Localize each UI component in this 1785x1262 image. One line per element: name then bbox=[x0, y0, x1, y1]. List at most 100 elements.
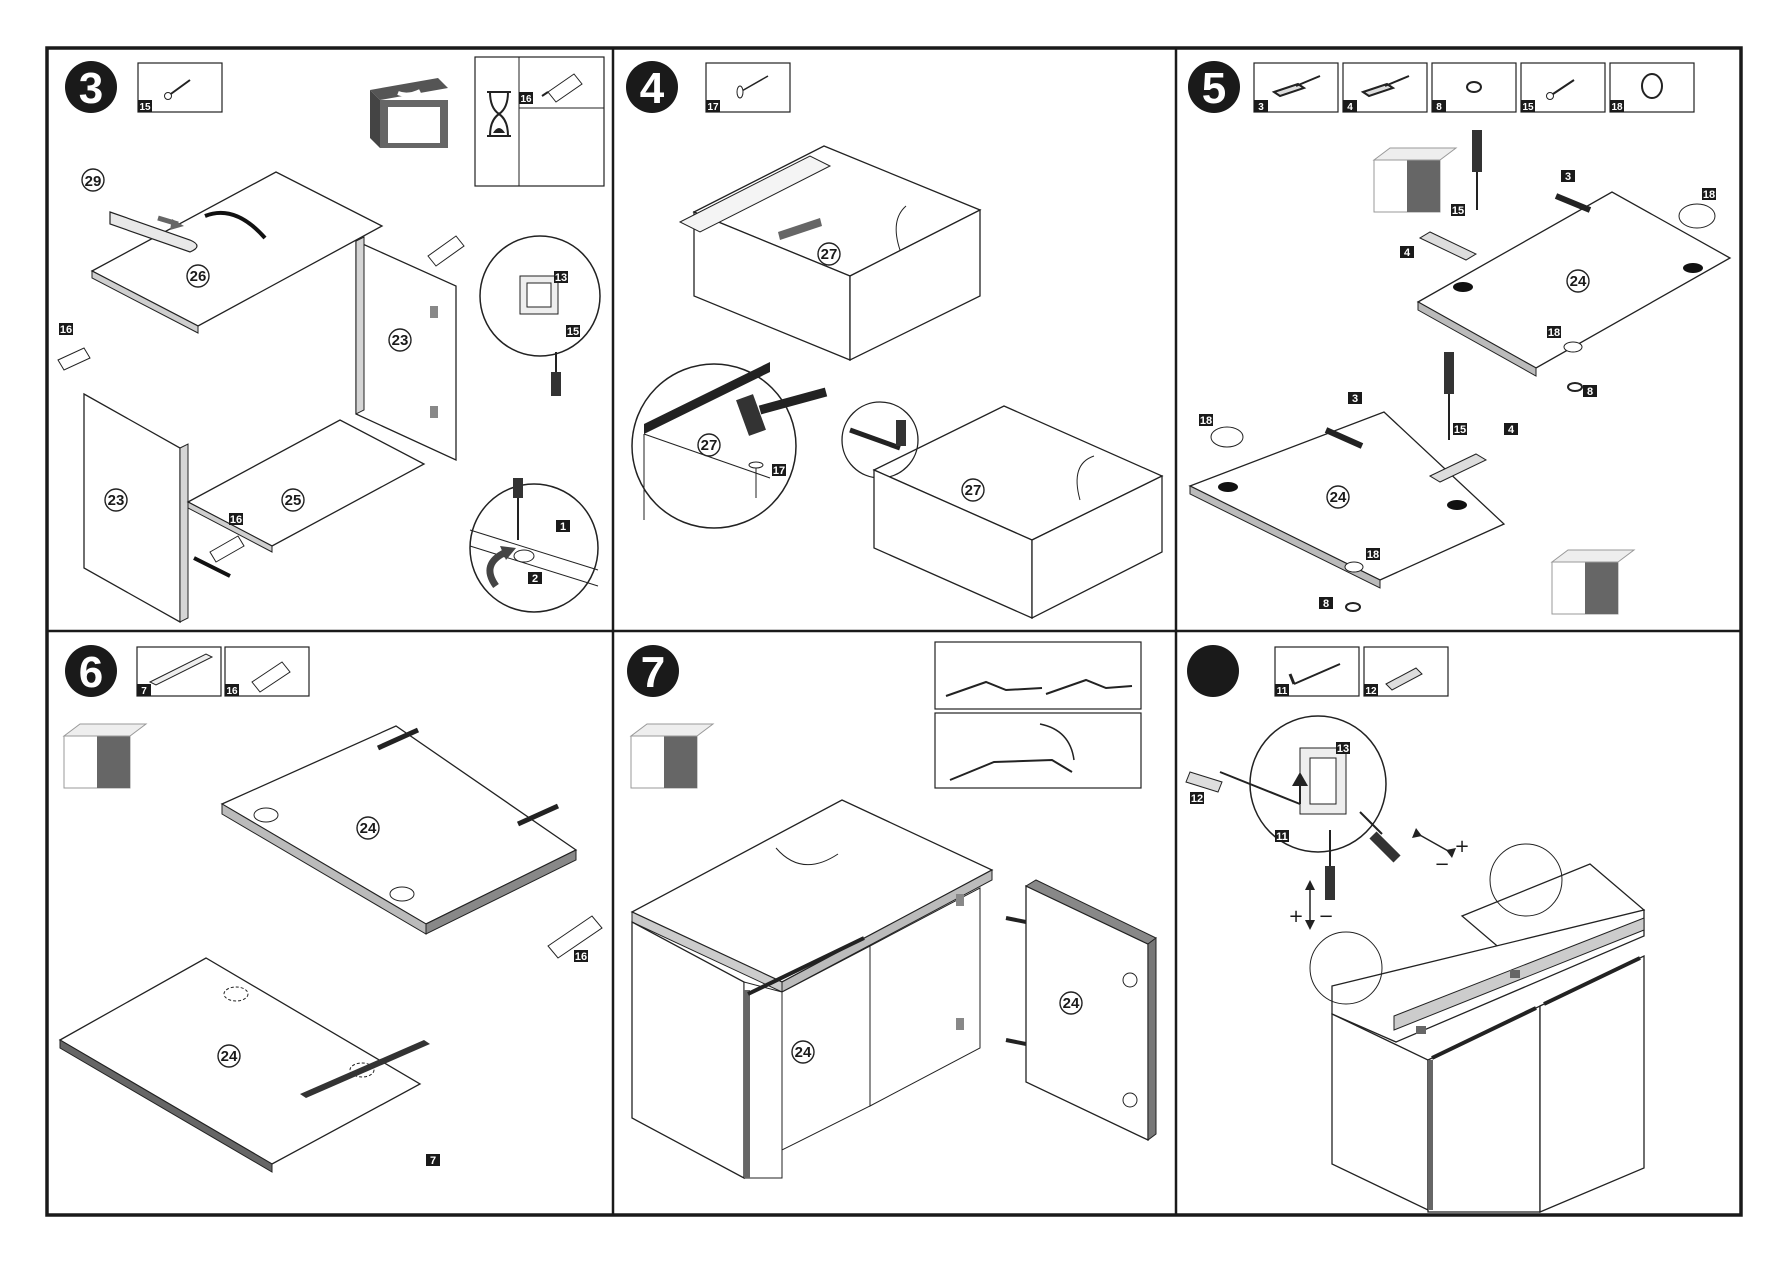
part-label: 27 bbox=[701, 437, 718, 454]
glue-tube-icon bbox=[251, 661, 291, 693]
tag: 4 bbox=[1404, 247, 1411, 259]
step-4-panel: 4 17 27 27 bbox=[626, 61, 1164, 620]
tag: 15 bbox=[567, 326, 579, 338]
minus-sign: − bbox=[1318, 906, 1333, 927]
tag: 13 bbox=[555, 272, 567, 284]
part-box-17: 17 bbox=[705, 62, 791, 113]
tag: 18 bbox=[1548, 327, 1560, 339]
hourglass-icon bbox=[487, 91, 511, 137]
part-box-8: 8 bbox=[1431, 62, 1517, 113]
screw-icon bbox=[1288, 663, 1341, 685]
tag: 2 bbox=[532, 573, 538, 585]
screwdriver-icon bbox=[1359, 811, 1401, 863]
bumper-icon bbox=[1466, 81, 1482, 93]
tag: 17 bbox=[773, 465, 785, 477]
glue-tube-icon bbox=[541, 73, 583, 103]
step-badge bbox=[627, 645, 679, 697]
tag: 7 bbox=[430, 1155, 436, 1167]
door-open: 24 bbox=[1024, 879, 1157, 1142]
glue-tube-icon bbox=[209, 535, 245, 563]
glue-tube-icon bbox=[547, 915, 603, 959]
part-number: 7 bbox=[141, 686, 147, 697]
door-panel-24: 24 16 bbox=[220, 725, 603, 963]
part-box-16: 16 bbox=[224, 646, 310, 697]
glue-tube-icon bbox=[427, 235, 465, 267]
part-label: 24 bbox=[221, 1048, 238, 1065]
part-number: 12 bbox=[1365, 686, 1377, 697]
step-badge bbox=[65, 61, 117, 113]
panel-25: 25 bbox=[186, 419, 426, 578]
part-box-18: 18 bbox=[1609, 62, 1695, 113]
tag: 15 bbox=[1452, 205, 1464, 217]
part-number: 15 bbox=[139, 102, 151, 113]
rail-29: 29 bbox=[81, 168, 198, 253]
cabinet-frame: 27 bbox=[872, 405, 1164, 620]
tag: 18 bbox=[1703, 189, 1715, 201]
part-number: 11 bbox=[1277, 686, 1288, 697]
step-number: 4 bbox=[640, 64, 665, 113]
door-panel-24: 24 3 4 15 18 18 8 bbox=[1400, 130, 1732, 398]
tag: 16 bbox=[230, 514, 242, 526]
part-label: 29 bbox=[85, 173, 102, 190]
minus-sign: − bbox=[1434, 854, 1449, 875]
step-8-panel: 11 12 13 11 12 bbox=[1185, 645, 1646, 1213]
cabinet-thumbnail bbox=[370, 78, 448, 148]
step-badge bbox=[65, 645, 117, 697]
knob-icon bbox=[1641, 73, 1663, 99]
part-box-15: 15 bbox=[137, 62, 223, 113]
cabinet-thumbnail bbox=[1372, 147, 1458, 213]
part-label: 24 bbox=[360, 820, 377, 837]
tag: 15 bbox=[1454, 424, 1466, 436]
part-box-11: 11 bbox=[1274, 646, 1360, 697]
cabinet-assembly: 24 bbox=[630, 799, 1037, 1180]
nail-icon bbox=[736, 75, 769, 99]
part-box-7: 7 bbox=[136, 646, 222, 697]
step-number: 3 bbox=[79, 64, 103, 113]
wall-plug-icon bbox=[1385, 667, 1423, 691]
detail-pin: 1 2 bbox=[469, 478, 599, 613]
panel-23-right: 23 bbox=[355, 236, 457, 462]
detail-bracket: 13 15 bbox=[479, 235, 601, 396]
glue-tube-icon bbox=[57, 347, 91, 371]
detail-small bbox=[841, 401, 919, 479]
hinge-icon bbox=[1360, 75, 1410, 98]
strip-icon bbox=[148, 653, 214, 686]
step-badge bbox=[1188, 61, 1240, 113]
part-label: 24 bbox=[1330, 489, 1347, 506]
part-label: 24 bbox=[795, 1044, 812, 1061]
part-label: 23 bbox=[108, 492, 125, 509]
step-badge bbox=[1187, 645, 1239, 697]
step-5-panel: 5 3 4 8 15 18 bbox=[1188, 61, 1732, 615]
tag: 8 bbox=[1323, 598, 1329, 610]
door-panel-24: 24 7 bbox=[58, 957, 440, 1173]
cabinet-thumbnail bbox=[1550, 549, 1636, 615]
part-label: 23 bbox=[392, 332, 409, 349]
tag: 16 bbox=[60, 324, 72, 336]
part-number: 16 bbox=[520, 94, 532, 105]
tag: 8 bbox=[1587, 386, 1593, 398]
part-label: 25 bbox=[285, 492, 302, 509]
part-number: 8 bbox=[1436, 102, 1442, 113]
cabinet-thumbnail bbox=[62, 723, 148, 789]
step-badge bbox=[626, 61, 678, 113]
part-box-15: 15 bbox=[1520, 62, 1606, 113]
step-number: 6 bbox=[79, 648, 103, 697]
part-number: 16 bbox=[226, 686, 238, 697]
detail-nail: 27 17 bbox=[631, 362, 828, 529]
screw-icon bbox=[1546, 79, 1575, 100]
part-label: 26 bbox=[190, 268, 207, 285]
plus-sign: + bbox=[1288, 906, 1303, 927]
part-number: 15 bbox=[1522, 102, 1534, 113]
screw-icon bbox=[164, 79, 191, 100]
tag: 3 bbox=[1352, 393, 1358, 405]
part-number: 3 bbox=[1258, 102, 1264, 113]
tag: 13 bbox=[1337, 743, 1349, 755]
tag: 4 bbox=[1508, 424, 1515, 436]
detail-wall-mount: 13 11 12 bbox=[1185, 715, 1387, 853]
tag: 3 bbox=[1565, 171, 1571, 183]
part-number: 17 bbox=[707, 102, 719, 113]
screwdriver-icon bbox=[1325, 830, 1335, 900]
part-box-3: 3 bbox=[1253, 62, 1339, 113]
hinge-icon bbox=[1271, 75, 1321, 98]
